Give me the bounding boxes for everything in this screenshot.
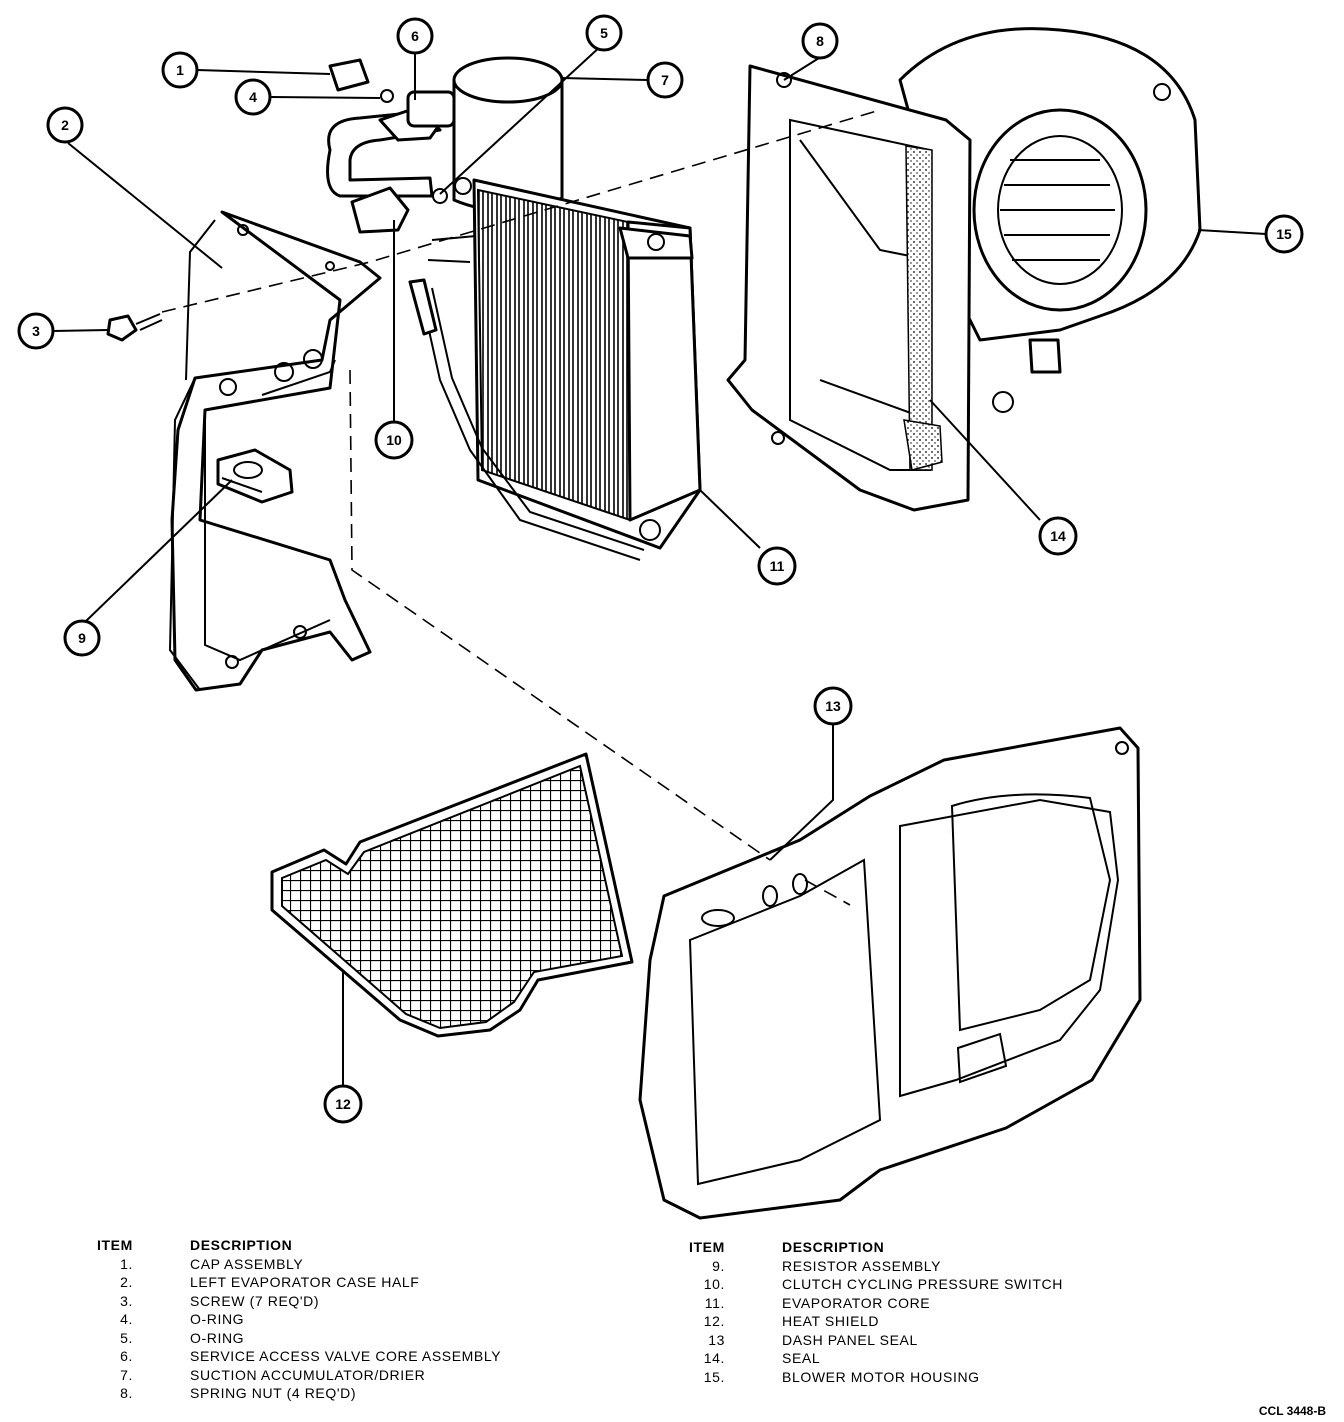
legend-row: 4.O-RING: [120, 1311, 245, 1327]
svg-text:14: 14: [1050, 528, 1066, 544]
svg-text:7: 7: [661, 72, 669, 88]
figure-code: CCL 3448-B: [1258, 1404, 1326, 1418]
svg-text:1: 1: [176, 62, 184, 78]
item-header: ITEM: [97, 1237, 133, 1253]
callout-13: 13: [813, 686, 853, 726]
description-header: DESCRIPTION: [782, 1239, 885, 1255]
legend-row: 11.EVAPORATOR CORE: [704, 1294, 931, 1311]
assembly-line-upper: [161, 109, 881, 313]
svg-text:5: 5: [600, 25, 608, 41]
svg-text:12: 12: [335, 1096, 351, 1112]
callout-10: 10: [374, 420, 414, 460]
legend-row: 6.SERVICE ACCESS VALVE CORE ASSEMBLY: [120, 1348, 502, 1364]
description-header: DESCRIPTION: [190, 1237, 293, 1253]
legend-row: 12.HEAT SHIELD: [703, 1313, 880, 1329]
legend-row: 2.LEFT EVAPORATOR CASE HALF: [120, 1274, 420, 1290]
callout-2: 2: [46, 106, 84, 144]
callout-3: 3: [17, 312, 55, 350]
evaporator-core: [408, 178, 702, 561]
svg-text:9: 9: [78, 630, 86, 646]
blower-motor-housing: [898, 27, 1202, 413]
legend-right: ITEM DESCRIPTION 9.RESISTOR ASSEMBLY 10.…: [689, 1238, 1063, 1386]
heat-shield: [270, 752, 634, 1038]
svg-text:2: 2: [61, 117, 69, 133]
leader-lines: [52, 44, 1267, 1086]
screw: [106, 313, 163, 342]
callout-9: 9: [63, 619, 101, 657]
suction-accumulator-drier: [326, 56, 564, 234]
callout-12: 12: [323, 1084, 363, 1124]
svg-text:3: 3: [32, 323, 40, 339]
left-evaporator-case-half: [168, 210, 382, 692]
legend-left-header: ITEM DESCRIPTION: [97, 1236, 501, 1255]
legend-right-header: ITEM DESCRIPTION: [689, 1238, 1063, 1257]
svg-text:15: 15: [1276, 226, 1292, 242]
legend-row: 10.CLUTCH CYCLING PRESSURE SWITCH: [703, 1276, 1063, 1292]
legend-row: 15.BLOWER MOTOR HOUSING: [703, 1368, 980, 1385]
item-header: ITEM: [689, 1239, 725, 1255]
svg-text:10: 10: [386, 432, 402, 448]
assembly-line-seal: [804, 879, 851, 906]
svg-text:6: 6: [411, 28, 419, 44]
assembly-line-left: [349, 369, 771, 861]
callout-11: 11: [757, 546, 797, 586]
callout-7: 7: [646, 61, 684, 99]
legend-left: ITEM DESCRIPTION 1.CAP ASSEMBLY 2.LEFT E…: [97, 1236, 501, 1403]
legend-row: 9.RESISTOR ASSEMBLY: [712, 1257, 942, 1274]
callout-6: 6: [396, 17, 434, 55]
legend-row: 8.SPRING NUT (4 REQ'D): [120, 1385, 357, 1401]
exploded-view-diagram: 1 2 3 4 5 6 7 8 9 10 11 12 13 14 15: [17, 14, 1304, 1220]
legend-row: 14.SEAL: [703, 1350, 821, 1366]
resistor-assembly: [216, 448, 294, 504]
legend-row: 5.O-RING: [120, 1329, 245, 1346]
svg-text:13: 13: [825, 698, 841, 714]
legend-row: 7.SUCTION ACCUMULATOR/DRIER: [120, 1366, 426, 1383]
legend-row: 3.SCREW (7 REQ'D): [120, 1292, 320, 1309]
callout-1: 1: [161, 51, 199, 89]
right-evaporator-case: [726, 64, 972, 512]
callout-14: 14: [1038, 516, 1078, 556]
svg-text:11: 11: [770, 558, 785, 574]
callout-5: 5: [585, 14, 623, 52]
callout-8: 8: [801, 22, 839, 60]
svg-text:8: 8: [816, 33, 824, 49]
callout-15: 15: [1264, 214, 1304, 254]
callout-4: 4: [234, 78, 272, 116]
legend-row: 1.CAP ASSEMBLY: [120, 1255, 304, 1272]
svg-text:4: 4: [249, 89, 257, 105]
dash-panel-seal: [638, 726, 1142, 1220]
